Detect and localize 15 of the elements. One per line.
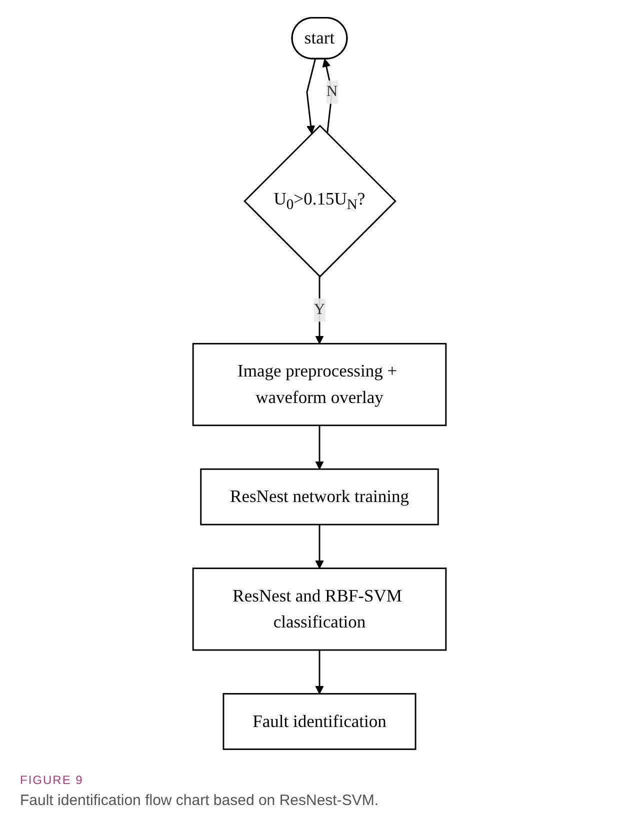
- edge-label: N: [326, 83, 338, 100]
- arrow: [306, 58, 316, 134]
- arrow: [315, 524, 324, 569]
- figure-label: FIGURE 9: [20, 773, 84, 787]
- caption: Fault identification flow chart based on ResNest-SVM.: [20, 792, 378, 809]
- node-diamond: U$_{0}$>0.15U$_{N}$?: [244, 124, 396, 278]
- node-box: ResNest and RBF-SVM classification: [192, 568, 447, 651]
- node-box: ResNest network training: [200, 468, 439, 526]
- arrow: [315, 276, 324, 344]
- arrow: [315, 650, 324, 694]
- arrow: [315, 425, 324, 470]
- edge-label: Y: [314, 301, 326, 318]
- arrow: [322, 58, 333, 134]
- node-box: Fault identification: [222, 693, 416, 750]
- node-box: Image preprocessing + waveform overlay: [192, 342, 447, 426]
